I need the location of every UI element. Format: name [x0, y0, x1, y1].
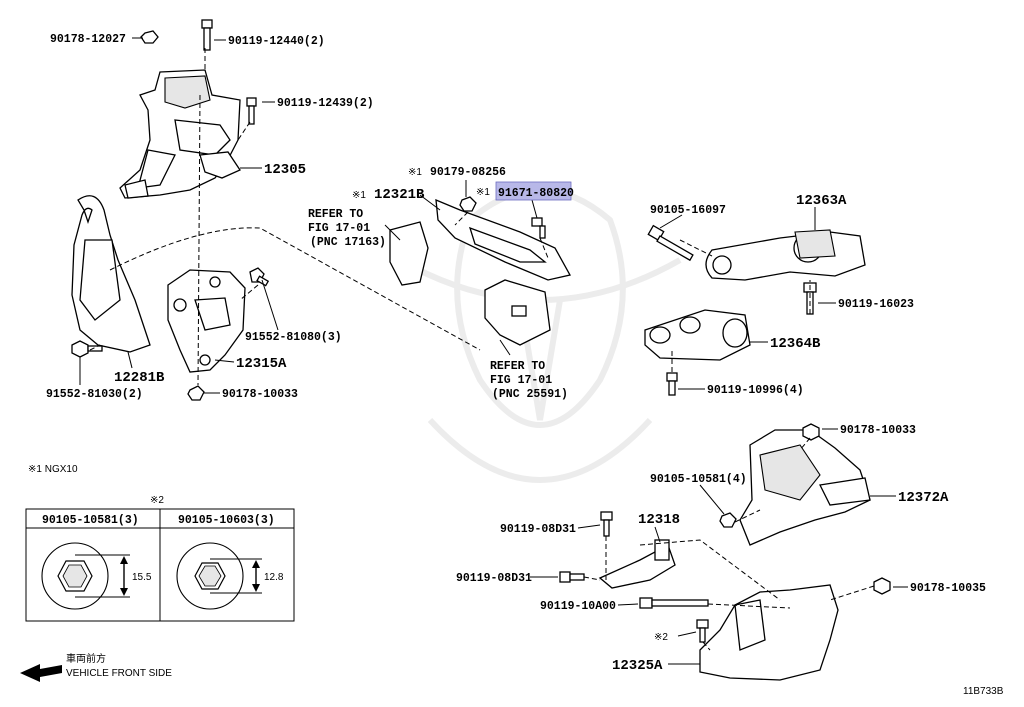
bolt-91552-81080	[249, 267, 270, 287]
label-90119-08D31-a[interactable]: 90119-08D31	[500, 523, 576, 536]
label-x2-bolt[interactable]: ※2	[654, 632, 668, 643]
label-12318[interactable]: 12318	[638, 512, 680, 528]
label-90119-16023[interactable]: 90119-16023	[838, 298, 914, 311]
ref-17163-line3[interactable]: (PNC 17163)	[310, 236, 386, 249]
nut-90178-10033-a	[187, 385, 205, 401]
ref-25591-line3[interactable]: (PNC 25591)	[492, 388, 568, 401]
front-arrow-icon	[20, 664, 62, 682]
nut-90178-10035	[873, 577, 891, 595]
ref-25591-line1: REFER TO	[490, 360, 545, 373]
nut-90178-10033-b	[802, 423, 820, 441]
mark-12321B: ※1	[352, 190, 366, 201]
bolt-90119-10A00	[639, 597, 709, 609]
bolt-90119-12439	[246, 97, 257, 125]
label-12315A[interactable]: 12315A	[236, 356, 287, 372]
bolt-91671-80820	[531, 217, 546, 239]
mark-91671-80820: ※1	[476, 187, 490, 198]
leader-lines	[79, 37, 908, 665]
nut-90178-12027	[140, 30, 159, 44]
ref-17163-line1: REFER TO	[308, 208, 363, 221]
bolt-90119-12440	[201, 19, 213, 51]
bracket-12325A	[699, 584, 839, 681]
ref-25591-line2: FIG 17-01	[490, 374, 552, 387]
mount-12305	[119, 69, 241, 199]
label-91552-81030[interactable]: 91552-81030(2)	[46, 388, 143, 401]
highlight-91671-80820	[495, 181, 572, 201]
bolt-head-12.8-icon	[176, 542, 262, 610]
label-90178-10033-b[interactable]: 90178-10033	[840, 424, 916, 437]
label-12305[interactable]: 12305	[264, 162, 306, 178]
ref-17163-line2: FIG 17-01	[308, 222, 370, 235]
label-90119-10A00[interactable]: 90119-10A00	[540, 600, 616, 613]
bolt-90119-08D31-b	[559, 571, 585, 583]
table-header-1[interactable]: 90105-10581(3)	[42, 514, 139, 527]
dim-12.8: 12.8	[264, 572, 284, 583]
bolt-91552-81030	[71, 340, 103, 358]
label-91671-80820[interactable]: 91671-80820	[498, 187, 574, 200]
bracket-12364B	[644, 309, 751, 361]
dim-15.5: 15.5	[132, 572, 152, 583]
bracket-ref-25591	[484, 279, 551, 346]
bolt-90119-08D31-a	[600, 511, 613, 537]
label-12364B[interactable]: 12364B	[770, 336, 821, 352]
label-12325A[interactable]: 12325A	[612, 658, 663, 674]
bolt-90105-16097	[647, 224, 694, 262]
assembly-lines	[89, 48, 875, 651]
label-90178-10033-a[interactable]: 90178-10033	[222, 388, 298, 401]
mount-12372A	[739, 429, 871, 546]
bolt-90105-10581	[719, 512, 737, 528]
label-91552-81080[interactable]: 91552-81080(3)	[245, 331, 342, 344]
bolt-90119-10996	[666, 372, 678, 396]
bracket-12315A	[167, 269, 246, 373]
label-12372A[interactable]: 12372A	[898, 490, 949, 506]
bracket-12321B	[389, 198, 571, 286]
direction-jp: 車両前方	[66, 652, 106, 665]
label-90119-12439[interactable]: 90119-12439(2)	[277, 97, 374, 110]
label-12281B[interactable]: 12281B	[114, 370, 165, 386]
stay-12318	[598, 539, 676, 589]
label-90119-08D31-b[interactable]: 90119-08D31	[456, 572, 532, 585]
label-90119-10996[interactable]: 90119-10996(4)	[707, 384, 804, 397]
figure-code: 11B733B	[963, 686, 1004, 697]
label-90179-08256[interactable]: 90179-08256	[430, 166, 506, 179]
table-mark: ※2	[150, 495, 164, 506]
mark-90179-08256: ※1	[408, 167, 422, 178]
note-ngx10: ※1 NGX10	[28, 464, 78, 475]
label-12363A[interactable]: 12363A	[796, 193, 847, 209]
label-90119-12440[interactable]: 90119-12440(2)	[228, 35, 325, 48]
label-90105-16097[interactable]: 90105-16097	[650, 204, 726, 217]
label-90105-10581[interactable]: 90105-10581(4)	[650, 473, 747, 486]
table-header-2[interactable]: 90105-10603(3)	[178, 514, 275, 527]
label-90178-10035[interactable]: 90178-10035	[910, 582, 986, 595]
rod-12363A	[705, 229, 866, 281]
bolt-x2	[696, 619, 709, 643]
bracket-12281B	[71, 195, 151, 353]
nut-90179-08256	[459, 196, 477, 212]
spec-table: ※2 90105-10581(3) 90105-10603(3) 15.5	[25, 495, 295, 622]
label-90178-12027[interactable]: 90178-12027	[50, 33, 126, 46]
label-12321B[interactable]: 12321B	[374, 187, 425, 203]
direction-en: VEHICLE FRONT SIDE	[66, 668, 172, 679]
bolt-head-15.5-icon	[41, 542, 130, 610]
